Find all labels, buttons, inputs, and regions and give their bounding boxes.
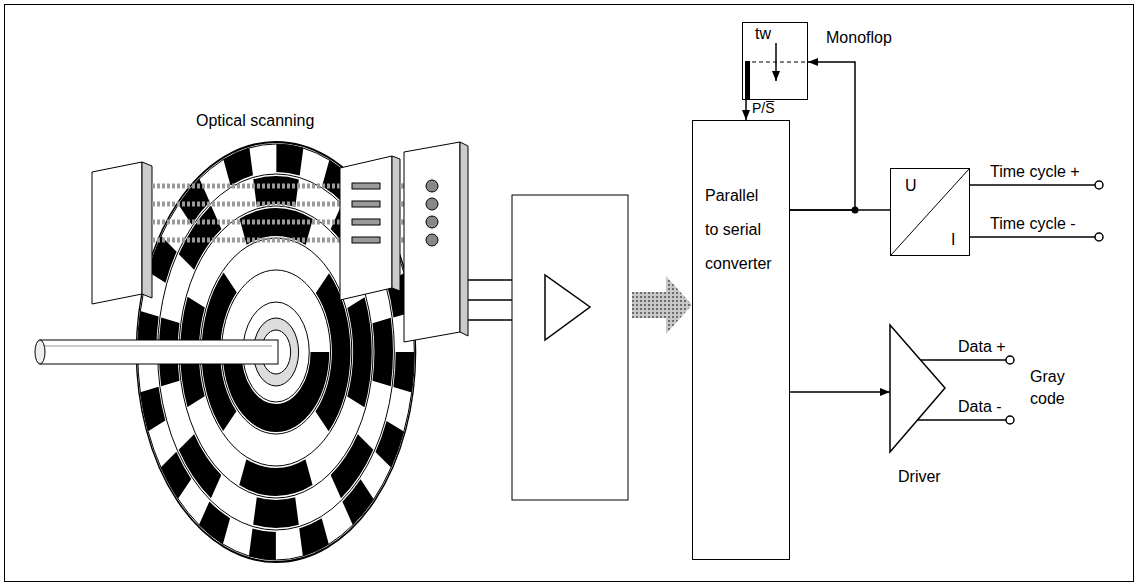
mask-slit <box>352 183 380 189</box>
pulse-width-label: tw <box>755 25 771 43</box>
photodiode <box>426 216 438 228</box>
illustration-title: Optical scanning <box>196 112 314 130</box>
dashed-level <box>752 62 807 63</box>
mask-plate-side <box>392 156 400 291</box>
shaft-body <box>40 340 278 364</box>
parallel-bus-arrow <box>632 276 692 334</box>
photodiode <box>426 234 438 246</box>
shaft-shade <box>44 346 272 347</box>
outer-frame <box>5 5 1134 582</box>
light-source <box>92 162 152 304</box>
signal-wire <box>468 279 512 281</box>
signal-name: Time cycle - <box>990 215 1076 233</box>
block-name: Driver <box>898 468 941 486</box>
signal-name: Time cycle + <box>990 163 1080 181</box>
output-wire <box>970 184 1095 186</box>
signal-wire <box>468 319 512 321</box>
driver-triangle: Driver <box>888 318 948 498</box>
source-plate-side <box>142 162 152 298</box>
mono-outline <box>743 23 809 101</box>
converter-box: Parallel to serial converter <box>692 120 790 560</box>
amplifier-box <box>512 195 628 500</box>
mask-slit <box>352 201 380 207</box>
shaft-end <box>35 340 45 364</box>
signal-name: Data + <box>958 338 1006 356</box>
block-name: Parallel to serial converter <box>705 179 772 281</box>
input-letter: U <box>905 177 917 195</box>
output-wire <box>970 236 1095 238</box>
detector-wires <box>468 280 512 320</box>
photodiode <box>426 198 438 210</box>
converter-diagonal <box>891 169 969 255</box>
signal-name: Data - <box>958 398 1002 416</box>
mask-slit <box>352 219 380 225</box>
mask-plate <box>340 156 392 300</box>
output-wire <box>918 419 1006 421</box>
photodetector <box>404 142 468 342</box>
photodiode <box>426 180 438 192</box>
terminal <box>1006 356 1014 364</box>
terminal <box>1095 181 1103 189</box>
code-name: Gray code <box>1030 366 1065 410</box>
output-wire <box>921 359 1006 361</box>
terminal <box>1006 416 1014 424</box>
scanning-mask <box>340 156 400 300</box>
amplifier-symbol <box>545 275 590 340</box>
amplifier <box>512 195 628 500</box>
shaft <box>35 340 278 364</box>
time-arrow <box>775 43 777 81</box>
driver-symbol <box>890 325 945 452</box>
detector-plate-side <box>460 142 468 336</box>
terminal <box>1095 233 1103 241</box>
source-plate <box>92 162 142 304</box>
detector-plate <box>404 142 460 342</box>
signal-wire <box>468 299 512 301</box>
signal-line <box>745 100 747 120</box>
monoflop-box: twMonoflop <box>742 22 808 100</box>
block-name: Monoflop <box>826 29 892 47</box>
trigger-bar <box>745 61 750 99</box>
signal-line <box>790 391 890 393</box>
voltage-current-converter: UI <box>890 168 970 256</box>
mask-slit <box>352 237 380 243</box>
output-letter: I <box>951 231 955 249</box>
ui-outline <box>891 169 971 257</box>
pin-name: P/S̅ <box>752 100 775 116</box>
